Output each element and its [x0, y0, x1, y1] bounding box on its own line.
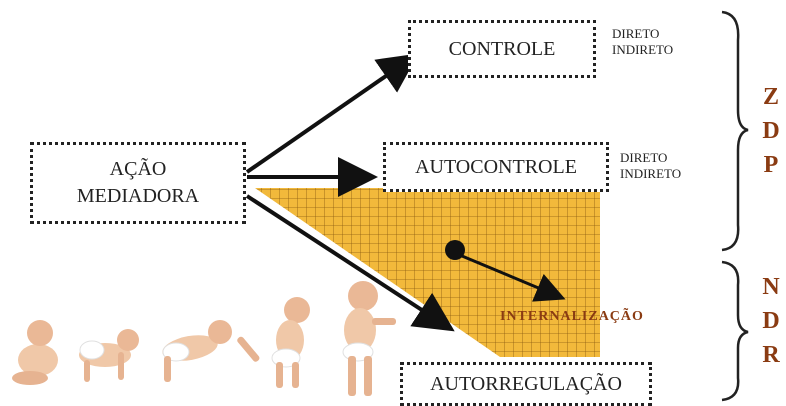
autorregulacao-box: AUTORREGULAÇÃO: [400, 362, 652, 406]
mode-direto: DIRETO: [612, 26, 673, 42]
acao-label-line2: MEDIADORA: [77, 183, 199, 210]
babies-crawling-to-standing-icon: [12, 281, 396, 396]
autocontrole-label: AUTOCONTROLE: [415, 156, 577, 179]
ndr-label: N D R: [756, 270, 786, 372]
bracket-ndr: [722, 262, 748, 400]
acao-label-line1: AÇÃO: [77, 156, 199, 183]
controle-box: CONTROLE: [408, 20, 596, 78]
bracket-zdp: [722, 12, 748, 250]
autocontrole-modes: DIRETO INDIRETO: [620, 150, 681, 182]
mode-indireto: INDIRETO: [612, 42, 673, 58]
autocontrole-box: AUTOCONTROLE: [383, 142, 609, 192]
controle-modes: DIRETO INDIRETO: [612, 26, 673, 58]
mode-direto: DIRETO: [620, 150, 681, 166]
mode-indireto: INDIRETO: [620, 166, 681, 182]
acao-mediadora-box: AÇÃO MEDIADORA: [30, 142, 246, 224]
autorregulacao-label: AUTORREGULAÇÃO: [430, 373, 622, 396]
internalizacao-label: INTERNALIZAÇÃO: [500, 309, 644, 325]
internalization-grid-triangle: [255, 188, 600, 357]
controle-label: CONTROLE: [449, 38, 556, 61]
zdp-label: Z D P: [756, 80, 786, 182]
